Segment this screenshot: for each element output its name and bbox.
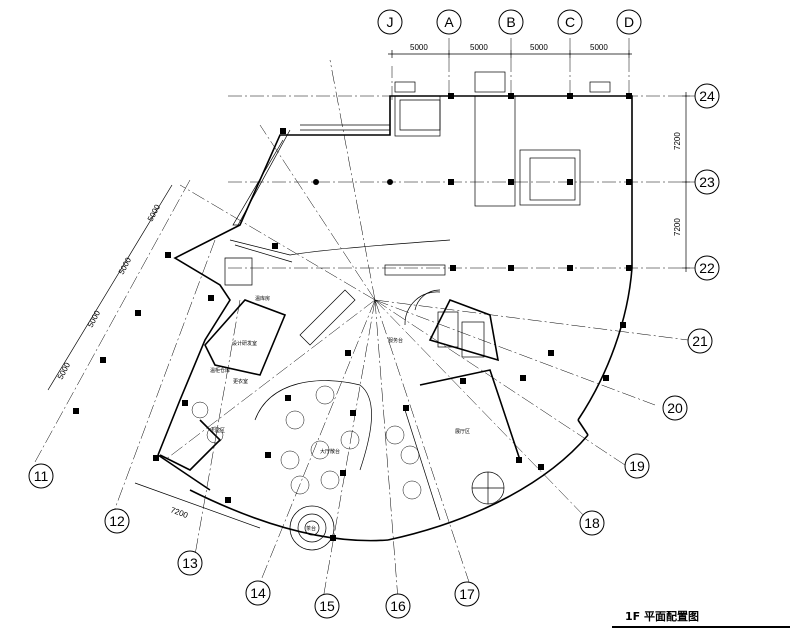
- svg-text:A: A: [444, 14, 454, 30]
- grid-bubble-23: 23: [694, 169, 720, 195]
- dim-top-4: 5000: [590, 43, 608, 52]
- grid-bubble-J: J: [377, 9, 403, 35]
- dim-right-2: 7200: [673, 218, 682, 236]
- room-label-r9: 展厅区: [455, 429, 470, 435]
- svg-text:C: C: [565, 14, 575, 30]
- grid-bubble-15: 15: [314, 593, 340, 619]
- svg-text:16: 16: [390, 598, 406, 614]
- svg-text:14: 14: [250, 585, 266, 601]
- grid-bubble-D: D: [616, 9, 642, 35]
- grid-bubble-13: 13: [177, 550, 203, 576]
- svg-text:13: 13: [182, 555, 198, 571]
- grid-bubble-20: 20: [662, 395, 688, 421]
- svg-text:J: J: [387, 14, 394, 30]
- room-label-r1: 温库房: [255, 295, 270, 302]
- dim-top-3: 5000: [530, 43, 548, 52]
- grid-bubble-B: B: [498, 9, 524, 35]
- room-label-r8: 茶台: [306, 525, 316, 532]
- grid-bubble-22: 22: [694, 255, 720, 281]
- dim-left-4: 5000: [56, 361, 73, 381]
- grid-bubble-A: A: [436, 9, 462, 35]
- svg-text:23: 23: [699, 174, 715, 190]
- svg-text:21: 21: [692, 333, 708, 349]
- grid-bubble-17: 17: [454, 581, 480, 607]
- grid-bubble-12: 12: [104, 508, 130, 534]
- building-walls: [157, 71, 633, 542]
- dim-right-1: 7200: [673, 132, 682, 150]
- furniture: [191, 380, 422, 500]
- svg-text:12: 12: [109, 513, 125, 529]
- room-label-r7: 服务台: [388, 337, 403, 344]
- drawing-title: 1F 平面配置图: [625, 609, 699, 623]
- grid-bubble-19: 19: [624, 453, 650, 479]
- dim-bottom: 7200: [169, 505, 189, 520]
- grid-bubble-18: 18: [579, 510, 605, 536]
- grid-bubble-16: 16: [385, 593, 411, 619]
- svg-text:22: 22: [699, 260, 715, 276]
- svg-text:24: 24: [699, 88, 715, 104]
- svg-text:15: 15: [319, 598, 335, 614]
- room-label-r2: 设计研发室: [232, 340, 257, 347]
- stairs-escalators: [224, 99, 505, 551]
- svg-text:11: 11: [34, 468, 49, 484]
- dim-left-2: 5000: [117, 256, 134, 276]
- svg-text:19: 19: [629, 458, 645, 474]
- svg-text:B: B: [506, 14, 515, 30]
- dim-top-1: 5000: [410, 43, 428, 52]
- grid-bubble-11: 11: [28, 463, 54, 489]
- room-label-r3: 温柜仓库: [210, 367, 230, 374]
- grid-bubble-14: 14: [245, 580, 271, 606]
- dimension-lines: [47, 50, 690, 529]
- dim-left-3: 5000: [86, 309, 103, 329]
- svg-text:20: 20: [667, 400, 683, 416]
- room-label-r4: 更衣室: [233, 378, 248, 385]
- room-label-r6: 大厅散台: [320, 448, 340, 455]
- structural-columns: [73, 93, 632, 541]
- grid-bubble-24: 24: [694, 83, 720, 109]
- room-label-r5: 卡座区: [210, 427, 225, 434]
- svg-text:D: D: [624, 14, 634, 30]
- dim-top-2: 5000: [470, 43, 488, 52]
- grid-bubble-21: 21: [687, 328, 713, 354]
- svg-text:18: 18: [584, 515, 600, 531]
- grid-bubble-C: C: [557, 9, 583, 35]
- svg-text:17: 17: [459, 586, 475, 602]
